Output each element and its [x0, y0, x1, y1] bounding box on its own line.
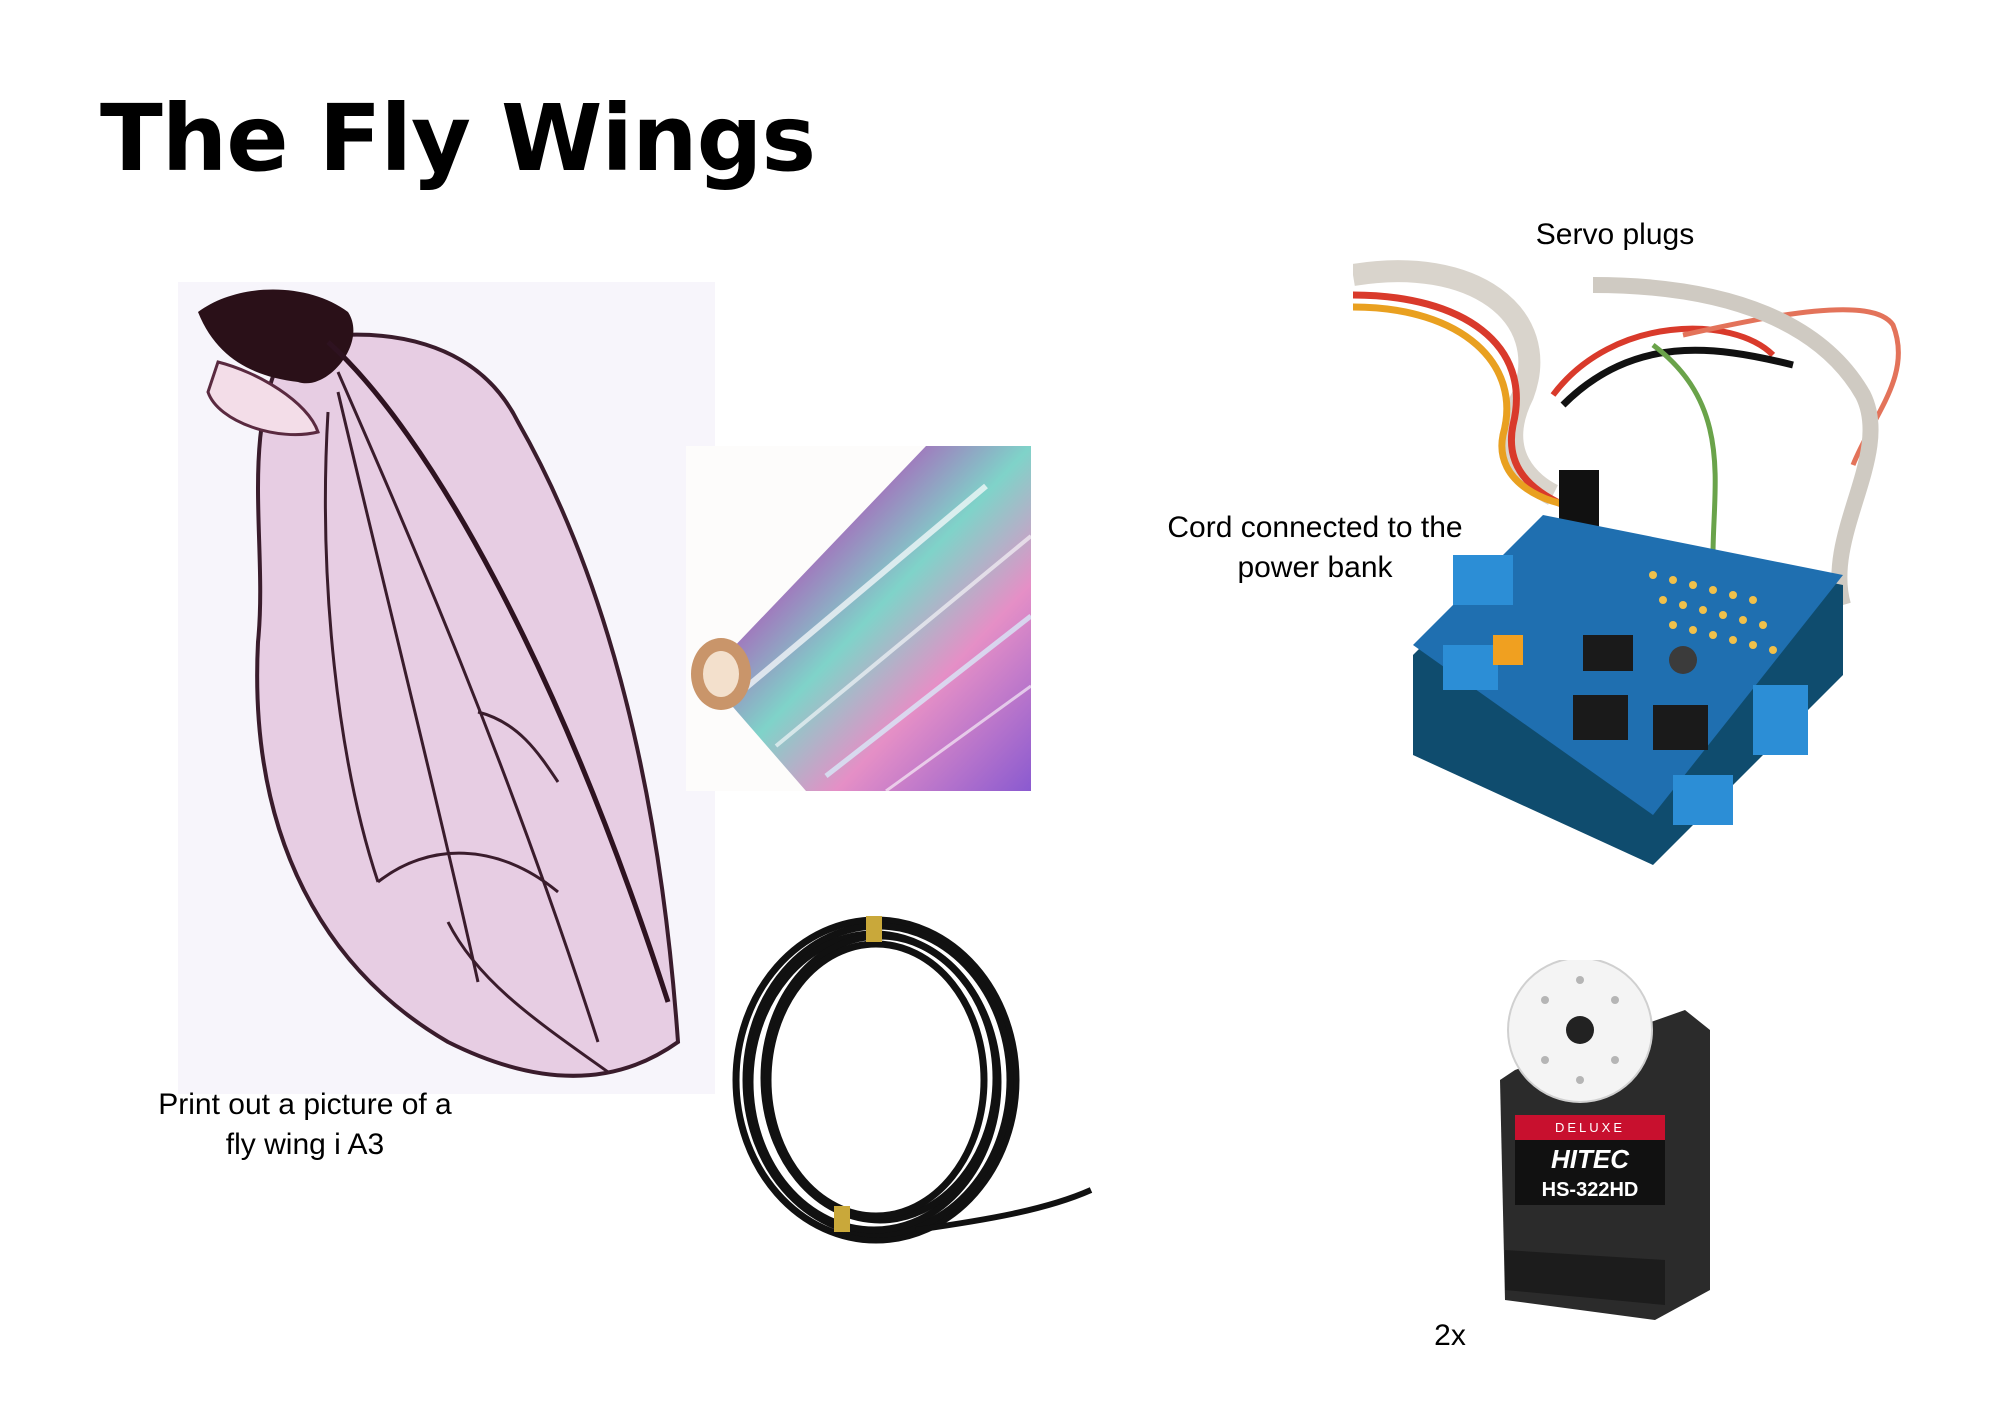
servo-plugs-caption: Servo plugs: [1535, 218, 1695, 251]
black-wire-coil-image: [732, 916, 1093, 1244]
motor-shield-board-image: [1353, 260, 1901, 865]
servo-deluxe-label: DELUXE: [1555, 1120, 1625, 1135]
quantity-caption: 2x: [1434, 1319, 1466, 1352]
fly-wing-image: [178, 282, 715, 1094]
servo-motor-image: DELUXE HITEC HS-322HD: [1500, 960, 1710, 1320]
servo-model-label: HS-322HD: [1542, 1179, 1639, 1201]
wing-caption: Print out a picture of a fly wing i A3: [158, 1088, 452, 1161]
servo-brand-label: HITEC: [1551, 1144, 1630, 1174]
cord-caption: Cord connected to the power bank: [1167, 511, 1463, 584]
page-title: The Fly Wings: [100, 85, 816, 192]
iridescent-film-roll-image: [686, 446, 1031, 791]
